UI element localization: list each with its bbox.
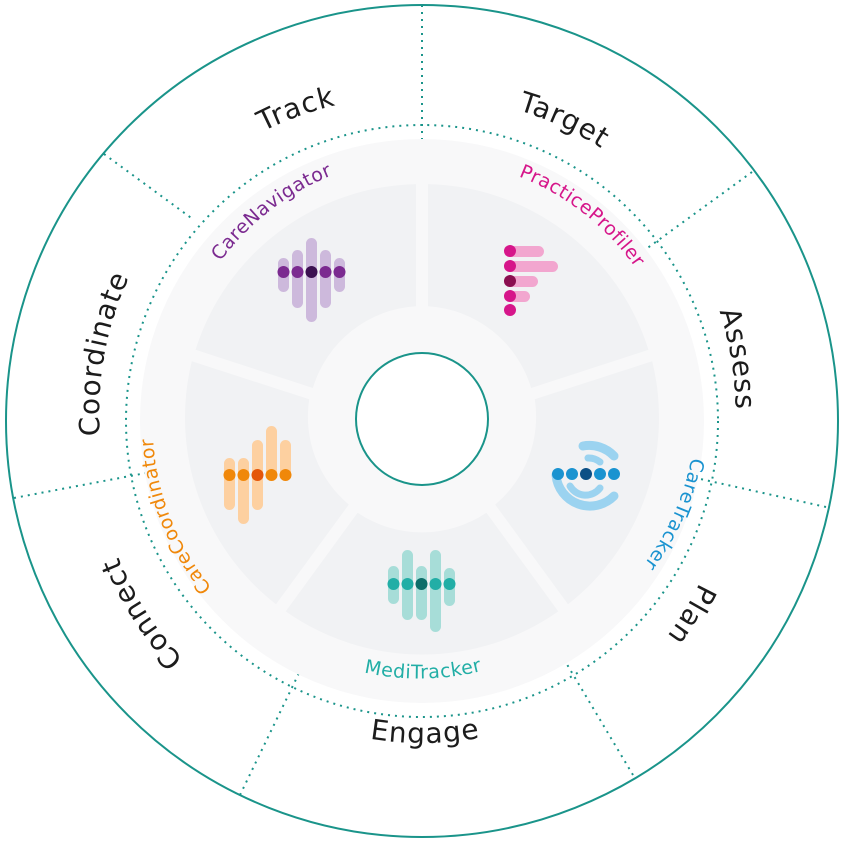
segment-carecoordinator[interactable] xyxy=(184,361,349,605)
meditracker-bars-icon xyxy=(387,550,456,632)
stage-engage-label: Engage xyxy=(369,712,482,750)
stage-dividers xyxy=(13,5,827,796)
carenavigator-bars-icon xyxy=(277,238,346,322)
segment-carenavigator[interactable] xyxy=(195,184,417,388)
carecoordinator-bars-icon xyxy=(223,426,292,524)
segment-caretracker[interactable] xyxy=(495,361,660,605)
segment-practiceprofiler[interactable] xyxy=(428,184,649,388)
practiceprofiler-bars-icon xyxy=(504,245,558,316)
caretracker-signal-icon xyxy=(551,440,620,511)
center-ring[interactable] xyxy=(355,352,489,486)
